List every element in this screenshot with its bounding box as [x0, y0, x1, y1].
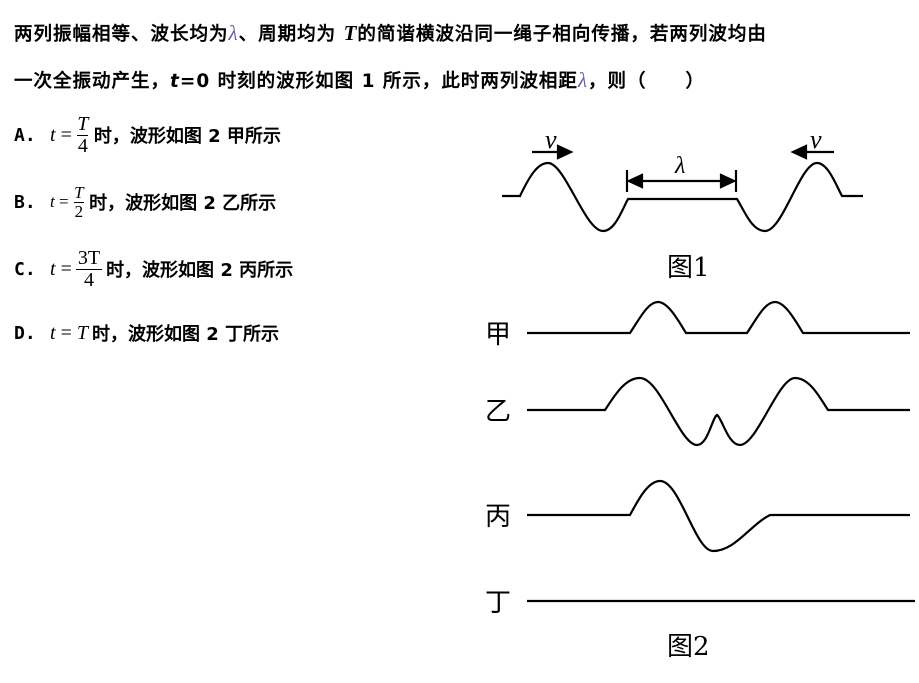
denominator: 4 — [83, 269, 94, 291]
eq: = — [60, 257, 72, 280]
row-label-ding: 丁 — [485, 588, 511, 618]
velocity-label: v — [810, 125, 822, 154]
text: ，则（ ） — [588, 71, 706, 92]
var: t — [50, 257, 56, 280]
denominator: 2 — [74, 202, 84, 221]
formula: t = T — [50, 322, 88, 345]
eq: = — [60, 321, 72, 344]
question-line-1: 两列振幅相等、波长均为λ、周期均为 T的简谐横波沿同一绳子相向传播，若两列波均由 — [14, 20, 767, 46]
figure-2-caption: 图2 — [667, 632, 710, 662]
arrowhead — [626, 173, 644, 189]
lambda-symbol: λ — [577, 68, 589, 92]
row-label-yi: 乙 — [485, 397, 511, 427]
option-d[interactable]: D. t = T 时，波形如图 2 丁所示 — [14, 320, 279, 346]
left-wave — [502, 161, 863, 233]
wave-yi — [527, 376, 910, 447]
text: =0 时刻的波形如图 1 所示，此时两列波相距 — [179, 71, 578, 92]
row-label-jia: 甲 — [485, 320, 511, 350]
option-label: A. — [14, 124, 36, 146]
question-line-2: 一次全振动产生，t=0 时刻的波形如图 1 所示，此时两列波相距λ，则（ ） — [14, 67, 705, 93]
value: T — [76, 321, 88, 344]
denominator: 4 — [77, 135, 88, 157]
numerator: T — [74, 183, 84, 203]
arrowhead — [556, 144, 574, 160]
text: 两列振幅相等、波长均为 — [14, 24, 229, 45]
numerator: 3T — [75, 247, 103, 270]
time-symbol: t — [170, 71, 180, 92]
option-text: 时，波形如图 2 甲所示 — [93, 126, 281, 147]
text: 的简谐横波沿同一绳子相向传播，若两列波均由 — [357, 24, 767, 45]
numerator: T — [77, 113, 89, 136]
velocity-label: v — [545, 125, 557, 154]
option-text: 时，波形如图 2 乙所示 — [89, 193, 277, 214]
row-label-bing: 丙 — [485, 502, 511, 532]
figure-2 — [527, 300, 915, 603]
arrowhead — [719, 173, 737, 189]
lambda-symbol: λ — [228, 21, 239, 45]
arrowhead — [790, 144, 808, 160]
text: 、周期均为 — [238, 24, 344, 45]
option-text: 时，波形如图 2 丁所示 — [91, 324, 280, 345]
wave-bing — [527, 479, 910, 553]
figure-1 — [502, 144, 863, 233]
option-label: D. — [14, 322, 36, 344]
period-symbol: T — [343, 21, 358, 45]
figure-1-caption: 图1 — [667, 253, 710, 283]
eq: = — [60, 123, 72, 146]
lambda-label: λ — [674, 153, 685, 179]
var: t — [50, 192, 55, 211]
var: t — [50, 321, 56, 344]
eq: = — [58, 192, 69, 211]
option-label: B. — [14, 191, 36, 213]
option-text: 时，波形如图 2 丙所示 — [106, 260, 294, 281]
option-label: C. — [14, 258, 36, 280]
var: t — [50, 123, 56, 146]
wave-jia — [527, 300, 910, 335]
text: 一次全振动产生， — [14, 71, 171, 92]
